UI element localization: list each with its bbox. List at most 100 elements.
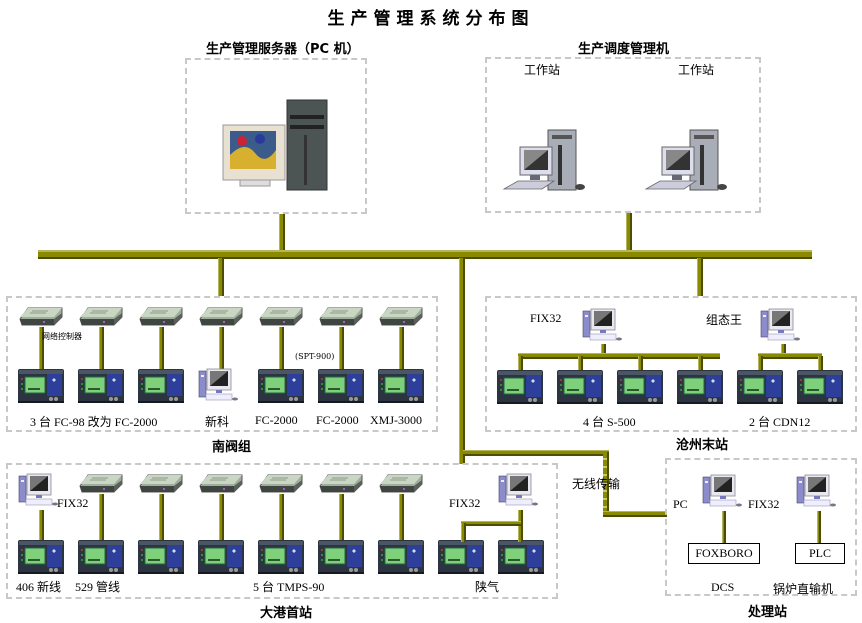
diagram-title: 生产管理系统分布图 <box>327 9 535 29</box>
device-wire <box>399 494 404 542</box>
cangzhou-link <box>697 258 703 296</box>
router-label: 网络控制器 <box>42 332 82 341</box>
network-controller-icon <box>258 472 304 496</box>
controller-icon <box>78 369 124 403</box>
shaanqi-bus <box>461 521 521 526</box>
device-wire <box>399 327 404 369</box>
nanfa-label-fc2000-a: FC-2000 <box>255 413 298 427</box>
controller-icon <box>737 370 783 404</box>
xinke-pc-icon <box>198 367 238 405</box>
cangzhou-pc-label-fix32: FIX32 <box>530 311 562 325</box>
device-wire <box>99 494 104 542</box>
controller-icon <box>498 540 544 574</box>
wireless-link <box>603 452 609 516</box>
network-controller-icon <box>318 472 364 496</box>
device-wire <box>339 327 344 369</box>
dagang-wire <box>39 510 44 542</box>
cangzhou-pc-label-kingview: 组态王 <box>706 313 743 327</box>
device-wire <box>638 356 643 370</box>
device-wire <box>219 494 224 542</box>
device-wire <box>758 356 763 370</box>
dispatch-header: 生产调度管理机 <box>578 42 670 57</box>
cangzhou-wire <box>781 344 786 356</box>
wireless-link-bottom <box>603 511 667 517</box>
dagang-label-406: 406 新线 <box>16 580 62 594</box>
cangzhou-box <box>485 296 857 432</box>
dagang-pc-label-2: FIX32 <box>449 496 481 510</box>
dagang-label-shaanqi: 陕气 <box>475 580 500 594</box>
network-controller-icon <box>318 305 364 329</box>
cangzhou-label-s500: 4 台 S-500 <box>583 415 636 429</box>
controller-icon <box>438 540 484 574</box>
controller-icon <box>138 369 184 403</box>
nanfa-label-xmj3000: XMJ-3000 <box>370 413 423 427</box>
network-controller-icon <box>18 305 64 329</box>
network-controller-icon <box>378 305 424 329</box>
plc-box: PLC <box>795 543 845 564</box>
dispatch-box <box>485 57 761 213</box>
chuli-wire <box>722 511 726 543</box>
chuli-pc-icon-1 <box>702 473 742 511</box>
controller-icon <box>138 540 184 574</box>
server-link <box>279 214 285 254</box>
cangzhou-bus-1 <box>518 353 720 359</box>
network-controller-icon <box>138 472 184 496</box>
dagang-footer: 大港首站 <box>260 606 313 621</box>
controller-icon <box>18 369 64 403</box>
dagang-pc-label-1: FIX32 <box>57 496 89 510</box>
chuli-label-dcs: DCS <box>711 580 735 594</box>
cangzhou-bus-2 <box>758 353 822 359</box>
nanfa-footer: 南阀组 <box>212 440 252 455</box>
workstation-label-1: 工作站 <box>524 63 561 77</box>
device-wire <box>39 327 44 369</box>
nanfa-label-fc2000-b: FC-2000 <box>316 413 359 427</box>
dagang-pc-icon-1 <box>18 472 58 510</box>
device-wire <box>159 327 164 369</box>
chuli-footer: 处理站 <box>748 605 788 620</box>
cangzhou-wire <box>601 344 606 356</box>
spt-label: (SPT-900) <box>295 352 335 361</box>
device-wire <box>518 356 523 370</box>
foxboro-box: FOXBORO <box>688 543 760 564</box>
dagang-wire <box>461 523 466 542</box>
server-header: 生产管理服务器（PC 机） <box>206 42 360 57</box>
network-controller-icon <box>78 305 124 329</box>
cangzhou-pc-icon-2 <box>760 307 800 345</box>
cangzhou-pc-icon-1 <box>582 307 622 345</box>
device-wire <box>339 494 344 542</box>
network-controller-icon <box>378 472 424 496</box>
device-wire <box>99 327 104 369</box>
chuli-pc-label-pc: PC <box>673 497 688 511</box>
device-wire <box>219 327 224 369</box>
dagang-pc-icon-2 <box>498 472 538 510</box>
chuli-pc-label-fix32: FIX32 <box>748 497 780 511</box>
controller-icon <box>258 369 304 403</box>
device-wire <box>279 327 284 369</box>
controller-icon <box>378 369 424 403</box>
nanfa-box <box>6 296 438 432</box>
device-wire <box>279 494 284 542</box>
chuli-box <box>665 458 857 596</box>
wireless-label: 无线传输 <box>572 477 621 491</box>
controller-icon <box>78 540 124 574</box>
workstation-icon-1 <box>500 125 590 200</box>
server-box <box>185 58 367 214</box>
chuli-wire <box>817 511 821 543</box>
controller-icon <box>557 370 603 404</box>
workstation-label-2: 工作站 <box>678 63 715 77</box>
dagang-label-529: 529 管线 <box>75 580 121 594</box>
controller-icon <box>497 370 543 404</box>
dispatch-link <box>626 213 632 254</box>
controller-icon <box>677 370 723 404</box>
network-controller-icon <box>198 305 244 329</box>
dagang-wire <box>518 510 523 542</box>
chuli-pc-icon-2 <box>796 473 836 511</box>
controller-icon <box>198 540 244 574</box>
nanfa-link <box>218 258 224 296</box>
network-controller-icon <box>78 472 124 496</box>
chuli-label-boiler: 锅炉直输机 <box>773 582 834 596</box>
main-network-bus <box>38 250 812 259</box>
controller-icon <box>318 540 364 574</box>
controller-icon <box>258 540 304 574</box>
device-wire <box>818 356 823 370</box>
